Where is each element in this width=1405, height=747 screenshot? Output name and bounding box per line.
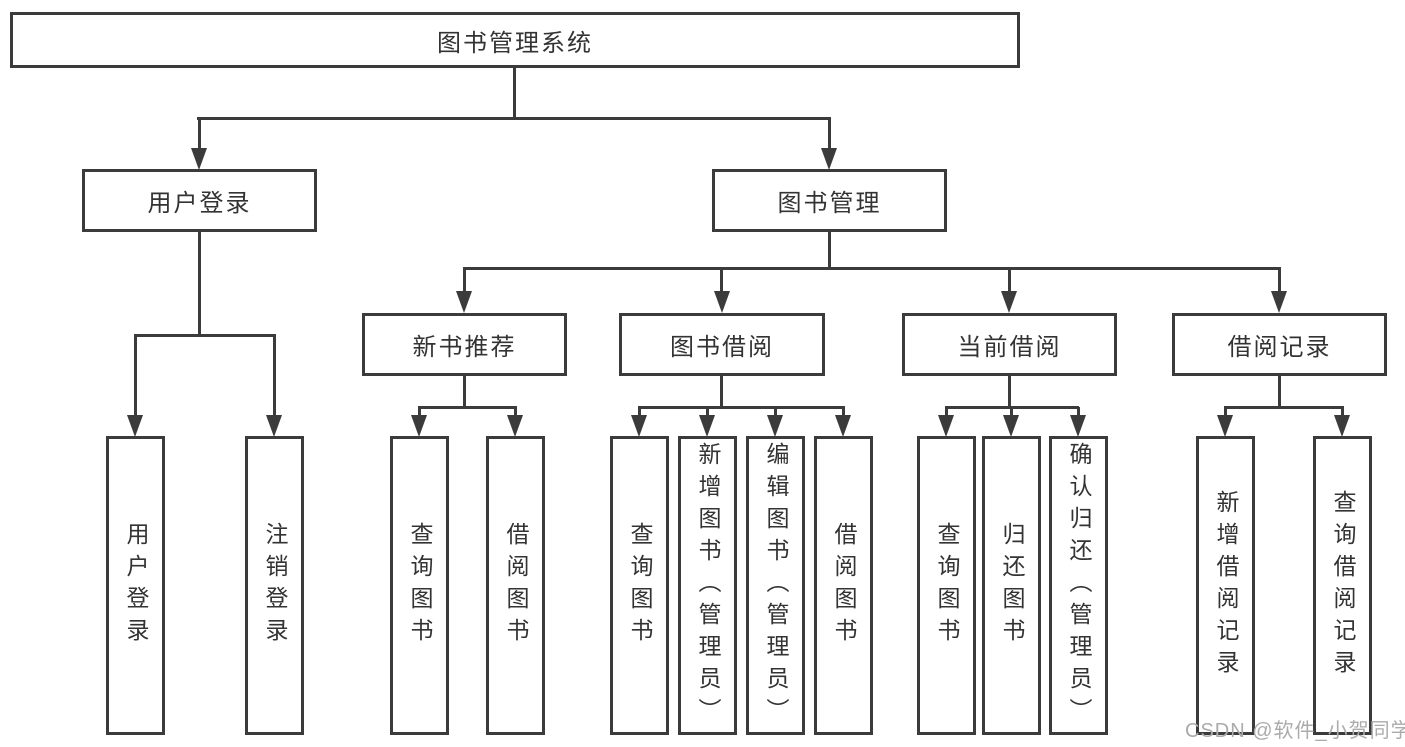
node-leaf-borrow-books-label: 借阅图书	[831, 521, 857, 650]
connector-hline	[197, 117, 831, 120]
connector-vline	[720, 268, 723, 294]
node-root-label: 图书管理系统	[437, 29, 593, 57]
node-leaf-edit-book-admin-label: 编辑图书（管理员）	[763, 441, 789, 730]
connector-vline	[720, 376, 723, 407]
connector-arrowhead	[411, 415, 427, 437]
node-leaf-return-book: 归还图书	[982, 436, 1041, 735]
connector-arrowhead	[507, 415, 523, 437]
connector-vline	[1008, 268, 1011, 294]
connector-arrowhead	[1003, 415, 1019, 437]
node-leaf-confirm-return-admin: 确认归还（管理员）	[1049, 436, 1108, 735]
node-book-management-label: 图书管理	[777, 190, 882, 217]
node-leaf-add-book-admin: 新增图书（管理员）	[678, 436, 737, 735]
connector-arrowhead	[714, 291, 730, 313]
node-leaf-edit-book-admin: 编辑图书（管理员）	[746, 436, 805, 735]
node-borrow-records: 借阅记录	[1172, 313, 1387, 376]
node-leaf-query-books-borrow: 查询图书	[610, 436, 669, 735]
connector-hline	[134, 334, 276, 337]
connector-hline	[638, 406, 845, 409]
connector-vline	[1278, 376, 1281, 407]
node-leaf-add-borrow-record: 新增借阅记录	[1196, 436, 1255, 735]
node-leaf-query-books-current-label: 查询图书	[934, 521, 960, 650]
node-new-book-recommend-label: 新书推荐	[412, 334, 517, 361]
node-book-management: 图书管理	[712, 169, 947, 232]
connector-vline	[463, 268, 466, 294]
connector-vline	[828, 232, 831, 268]
node-leaf-borrow-books-recommend-label: 借阅图书	[503, 521, 529, 650]
node-leaf-query-borrow-record: 查询借阅记录	[1313, 436, 1372, 735]
connector-vline	[273, 335, 276, 417]
connector-arrowhead	[1271, 291, 1287, 313]
node-leaf-query-books-current: 查询图书	[917, 436, 976, 735]
connector-arrowhead	[938, 415, 954, 437]
connector-vline	[134, 335, 137, 417]
connector-vline	[1077, 407, 1080, 417]
node-root: 图书管理系统	[10, 12, 1020, 68]
connector-vline	[1008, 376, 1011, 407]
connector-vline	[198, 232, 201, 335]
node-user-login-label: 用户登录	[147, 190, 252, 217]
node-leaf-add-borrow-record-label: 新增借阅记录	[1213, 489, 1239, 682]
node-leaf-query-books-borrow-label: 查询图书	[627, 521, 653, 650]
connector-hline	[1224, 406, 1344, 409]
node-book-borrow: 图书借阅	[619, 313, 825, 376]
connector-arrowhead	[1001, 291, 1017, 313]
connector-vline	[198, 118, 201, 151]
connector-hline	[463, 267, 1281, 270]
connector-arrowhead	[191, 148, 207, 170]
connector-arrowhead	[835, 415, 851, 437]
connector-arrowhead	[1217, 415, 1233, 437]
node-leaf-query-books-recommend: 查询图书	[390, 436, 449, 735]
node-user-login: 用户登录	[82, 169, 317, 232]
node-new-book-recommend: 新书推荐	[362, 313, 567, 376]
connector-vline	[418, 407, 421, 417]
node-leaf-user-login-label: 用户登录	[123, 521, 149, 650]
connector-vline	[945, 407, 948, 417]
connector-vline	[706, 407, 709, 417]
node-leaf-logout-label: 注销登录	[262, 521, 288, 650]
connector-arrowhead	[127, 415, 143, 437]
connector-vline	[842, 407, 845, 417]
node-leaf-user-login: 用户登录	[106, 436, 165, 735]
connector-arrowhead	[699, 415, 715, 437]
connector-arrowhead	[1070, 415, 1086, 437]
connector-arrowhead	[821, 148, 837, 170]
connector-vline	[463, 376, 466, 407]
node-leaf-return-book-label: 归还图书	[999, 521, 1025, 650]
connector-arrowhead	[631, 415, 647, 437]
node-book-borrow-label: 图书借阅	[670, 334, 774, 361]
node-leaf-borrow-books: 借阅图书	[814, 436, 873, 735]
node-leaf-add-book-admin-label: 新增图书（管理员）	[695, 441, 721, 730]
connector-vline	[774, 407, 777, 417]
node-leaf-query-books-recommend-label: 查询图书	[407, 521, 433, 650]
node-leaf-confirm-return-admin-label: 确认归还（管理员）	[1066, 441, 1092, 730]
node-leaf-query-borrow-record-label: 查询借阅记录	[1330, 489, 1356, 682]
connector-arrowhead	[456, 291, 472, 313]
node-leaf-borrow-books-recommend: 借阅图书	[486, 436, 545, 735]
node-borrow-records-label: 借阅记录	[1227, 334, 1332, 361]
connector-vline	[1341, 407, 1344, 417]
connector-arrowhead	[1334, 415, 1350, 437]
connector-vline	[1278, 268, 1281, 294]
connector-vline	[514, 407, 517, 417]
connector-arrowhead	[266, 415, 282, 437]
connector-vline	[513, 68, 516, 118]
connector-vline	[828, 118, 831, 151]
csdn-watermark: CSDN @软件_小贺同学	[1185, 720, 1405, 742]
node-current-borrow: 当前借阅	[902, 313, 1117, 376]
connector-vline	[638, 407, 641, 417]
connector-vline	[1224, 407, 1227, 417]
connector-vline	[1010, 407, 1013, 417]
connector-arrowhead	[767, 415, 783, 437]
node-leaf-logout: 注销登录	[245, 436, 304, 735]
node-current-borrow-label: 当前借阅	[957, 334, 1062, 361]
connector-hline	[418, 406, 517, 409]
